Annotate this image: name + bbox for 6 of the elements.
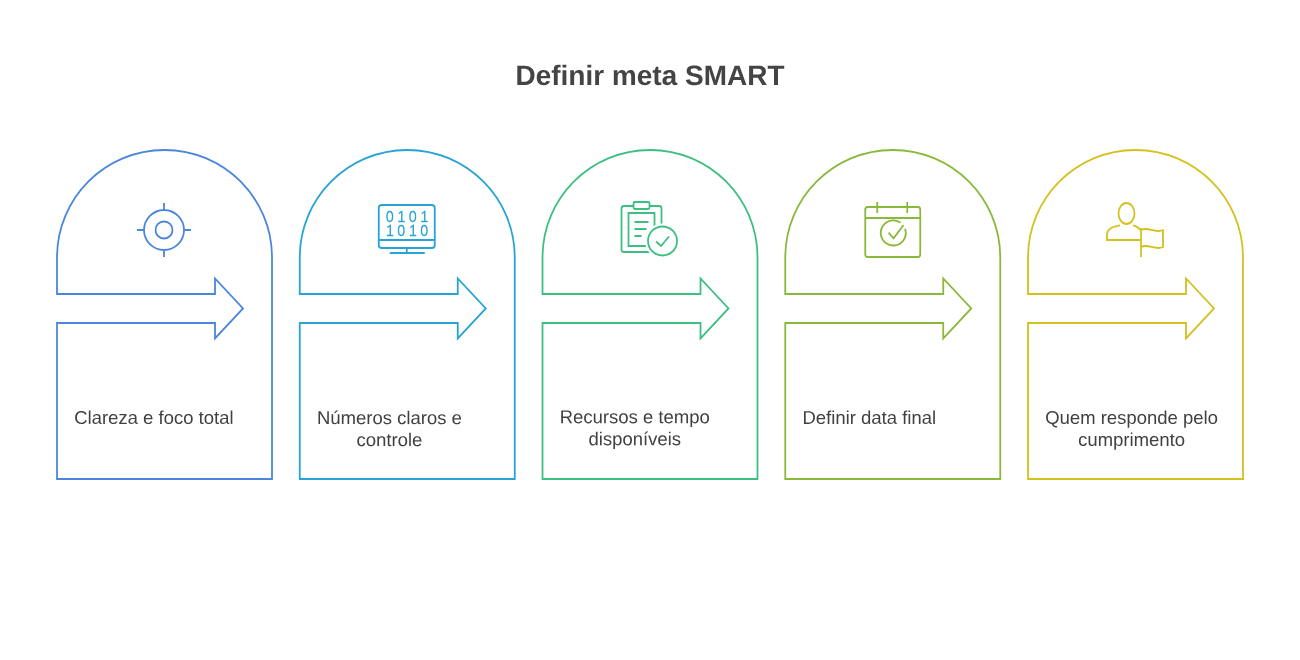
arch-box: Recursos e tempo disponíveis: [541, 149, 759, 480]
arch-box: Números claros e controle: [298, 149, 516, 480]
arch-box: Definir data final: [784, 149, 1002, 480]
title: Definir meta SMART: [517, 64, 785, 86]
arch-box: Clareza e foco total: [56, 149, 273, 480]
arch-box: Quem responde pelo cumprimento: [1027, 149, 1244, 480]
